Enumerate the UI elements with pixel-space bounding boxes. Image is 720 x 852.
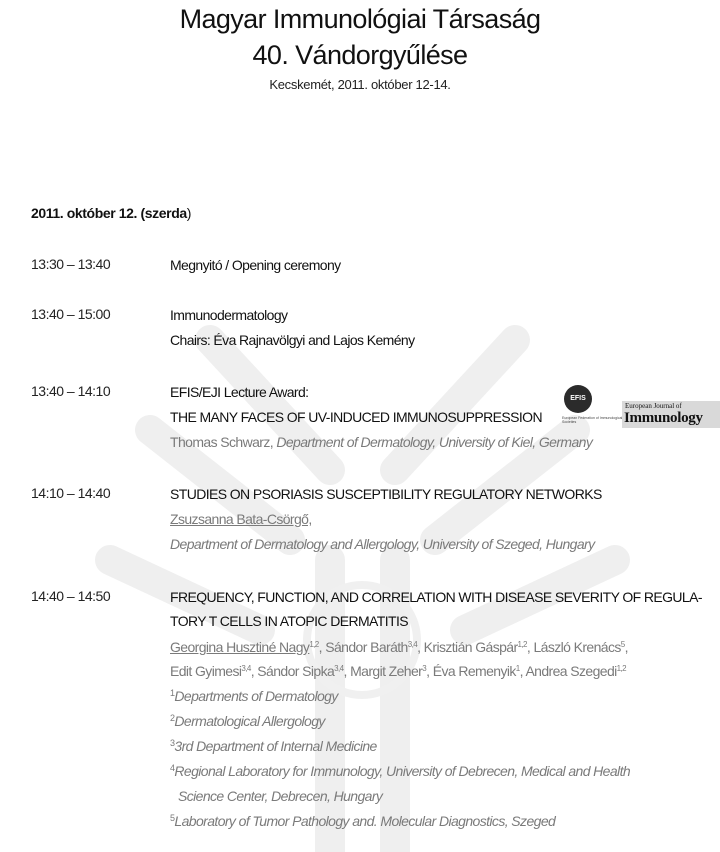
author-sup: 3,4	[241, 664, 251, 673]
efis-logo-mark: EFIS	[564, 385, 592, 413]
affiliation: Science Center, Debrecen, Hungary	[178, 788, 383, 804]
affiliation-sup: 4	[170, 763, 175, 773]
author-sup: 1,2	[517, 640, 528, 649]
author-name: László Krenács	[533, 639, 621, 655]
affiliation-sup: 1	[170, 688, 175, 698]
author-sep: ,	[624, 639, 629, 655]
event-location-date: Kecskemét, 2011. október 12-14.	[269, 77, 451, 92]
session-title: Megnyitó / Opening ceremony	[170, 257, 341, 273]
eji-logo-line2: Immunology	[624, 410, 703, 426]
author-name: Éva Remenyik	[432, 663, 517, 679]
author-sep: ,	[250, 663, 258, 679]
day-paren: )	[186, 205, 192, 221]
affiliation-text: Dermatological Allergology	[174, 713, 325, 729]
authors-line: Edit Gyimesi3,4, Sándor Sipka3,4, Margit…	[170, 662, 627, 681]
speaker-name: Zsuzsanna Bata-Csörgő,	[170, 511, 312, 527]
page-subtitle: 40. Vándorgyűlése	[252, 40, 469, 70]
author-name: Edit Gyimesi	[170, 663, 242, 679]
affiliation-sup: 3	[170, 738, 175, 748]
author-sup: 3	[422, 664, 427, 673]
author-name: Georgina Husztiné Nagy	[170, 639, 310, 655]
session-time: 13:40 – 15:00	[31, 306, 111, 322]
efis-logo: EFIS European Federation of Immunologica…	[562, 385, 624, 424]
affiliation-text: Science Center, Debrecen, Hungary	[178, 788, 383, 804]
speaker-line: Thomas Schwarz, Department of Dermatolog…	[170, 433, 593, 452]
session-title: STUDIES ON PSORIASIS SUSCEPTIBILITY REGU…	[170, 486, 602, 502]
affiliation: 5Laboratory of Tumor Pathology and. Mole…	[170, 813, 556, 829]
session-time: 13:40 – 14:10	[31, 383, 111, 399]
author-sep: ,	[417, 639, 424, 655]
affiliation-text: Laboratory of Tumor Pathology and. Molec…	[174, 813, 556, 829]
affiliation: 33rd Department of Internal Medicine	[170, 738, 377, 754]
author-sep: ,	[526, 639, 534, 655]
page-title: Magyar Immunológiai Társaság	[179, 4, 541, 34]
speaker-name: Thomas Schwarz,	[170, 434, 277, 450]
author-name: Margit Zeher	[350, 663, 423, 679]
session-title: THE MANY FACES OF UV-INDUCED IMMUNOSUPPR…	[170, 409, 543, 425]
affiliation-sup: 5	[170, 813, 175, 823]
author-sup: 1	[515, 664, 520, 673]
author-sup: 1,2	[616, 664, 627, 673]
session-title: FREQUENCY, FUNCTION, AND CORRELATION WIT…	[170, 589, 703, 605]
day-heading: 2011. október 12. (szerda)	[31, 205, 191, 221]
affiliation: 2Dermatological Allergology	[170, 713, 325, 729]
author-sup: 1,2	[309, 640, 319, 649]
speaker-affiliation: Department of Dermatology and Allergolog…	[170, 536, 595, 552]
author-name: Sándor Sipka	[257, 663, 335, 679]
author-sep: ,	[426, 663, 433, 679]
author-sep: ,	[519, 663, 526, 679]
author-name: Sándor Baráth	[325, 639, 408, 655]
author-name: Krisztián Gáspár	[423, 639, 518, 655]
day-date: 2011. október 12. (szerda	[31, 205, 187, 221]
session-title: Immunodermatology	[170, 307, 288, 323]
affiliation-text: Regional Laboratory for Immunology, Univ…	[174, 763, 631, 779]
affiliation: 4Regional Laboratory for Immunology, Uni…	[170, 763, 631, 779]
session-time: 14:40 – 14:50	[31, 588, 111, 604]
eji-logo: European Journal of Immunology	[622, 401, 720, 428]
session-time: 13:30 – 13:40	[31, 256, 111, 272]
author-sup: 3,4	[407, 640, 418, 649]
eji-logo-line1: European Journal of	[625, 402, 682, 410]
author-name: Andrea Szegedi	[525, 663, 617, 679]
affiliation-sup: 2	[170, 713, 175, 723]
authors-line: Georgina Husztiné Nagy1,2, Sándor Baráth…	[170, 638, 629, 657]
session-chairs: Chairs: Éva Rajnavölgyi and Lajos Kemény	[170, 332, 415, 348]
efis-logo-caption: European Federation of Immunological Soc…	[562, 416, 623, 424]
affiliation-text: Departments of Dermatology	[174, 688, 338, 704]
session-time: 14:10 – 14:40	[31, 485, 111, 501]
affiliation: 1Departments of Dermatology	[170, 688, 338, 704]
session-title-cont: TORY T CELLS IN ATOPIC DERMATITIS	[170, 613, 409, 629]
affiliation-text: 3rd Department of Internal Medicine	[174, 738, 377, 754]
session-label: EFIS/EJI Lecture Award:	[170, 384, 309, 400]
speaker-affiliation: Department of Dermatology, University of…	[276, 434, 593, 450]
